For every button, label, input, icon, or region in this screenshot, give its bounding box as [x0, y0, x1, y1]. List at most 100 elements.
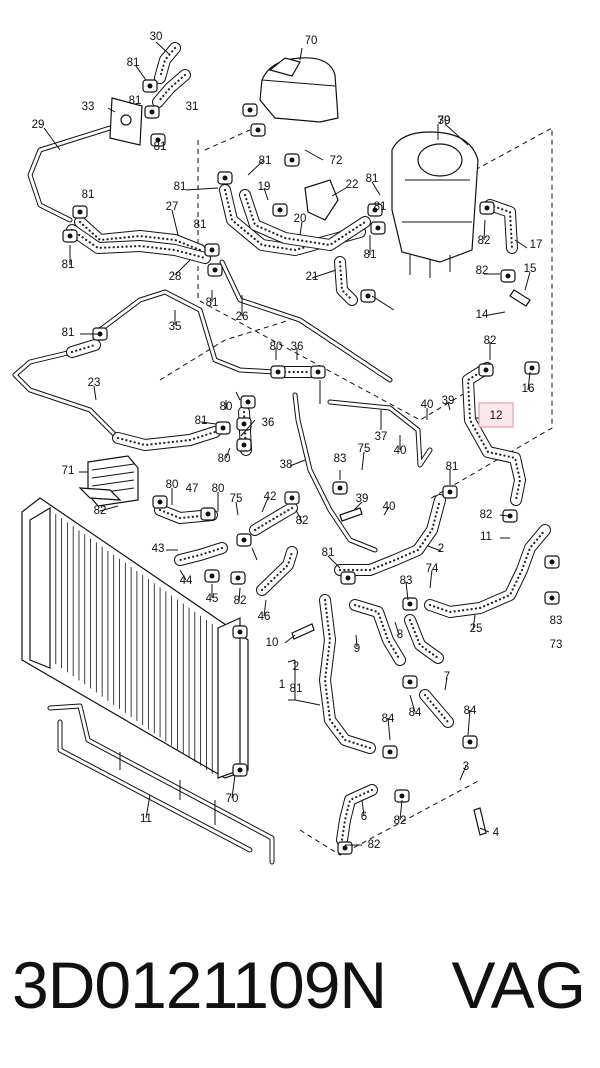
callout-label-l71: 71 — [62, 465, 75, 477]
callout-label-l28: 28 — [169, 271, 182, 283]
callout-label-l47: 47 — [186, 483, 199, 495]
callout-label-l3: 3 — [463, 761, 469, 773]
clamp-screw — [407, 679, 413, 685]
callout-label-l42: 42 — [264, 491, 277, 503]
callout-label-l81b: 81 — [129, 95, 142, 107]
callout-label-l81i: 81 — [194, 219, 207, 231]
callout-label-l2a: 2 — [438, 543, 444, 555]
callout-label-l82c: 82 — [484, 335, 497, 347]
callout-label-l81o: 81 — [446, 461, 459, 473]
lower-support-bracket — [47, 703, 275, 865]
coolant-hose — [70, 228, 207, 260]
clamp-screw — [205, 511, 211, 517]
brand-name: VAG — [451, 948, 586, 1022]
callout-label-l70b: 70 — [438, 115, 451, 127]
coolant-hose — [153, 70, 190, 107]
callout-label-l75b: 75 — [230, 493, 243, 505]
clamp-screw — [149, 109, 155, 115]
callout-label-l9: 9 — [354, 643, 360, 655]
clamp-screw — [67, 233, 73, 239]
clamp-screw — [289, 495, 295, 501]
coolant-hose — [338, 260, 354, 302]
clamp-screw — [484, 205, 490, 211]
callout-label-l35: 35 — [169, 321, 182, 333]
clamp-screw — [342, 845, 348, 851]
callout-label-l84a: 84 — [382, 713, 395, 725]
coolant-hose — [463, 363, 525, 505]
clamp-screw — [97, 331, 103, 337]
clamp-screw — [345, 575, 351, 581]
callout-label-l17: 17 — [530, 239, 543, 251]
callout-label-l20: 20 — [294, 213, 307, 225]
callout-label-l11b: 11 — [140, 813, 152, 825]
clamp-screw — [549, 559, 555, 565]
callout-label-l15: 15 — [524, 263, 537, 275]
callout-label-l22: 22 — [346, 179, 359, 191]
callout-label-l29: 29 — [32, 119, 45, 131]
coolant-hose — [423, 693, 450, 724]
callout-label-l10: 10 — [266, 637, 279, 649]
clamp-screw — [467, 739, 473, 745]
clamp-screw — [365, 293, 371, 299]
callout-label-l7: 7 — [444, 671, 450, 683]
coolant-hose — [408, 618, 440, 660]
clamp-screw — [407, 601, 413, 607]
clamp-screw — [241, 537, 247, 543]
callout-label-l23: 23 — [88, 377, 101, 389]
callout-label-l40c: 40 — [383, 501, 396, 513]
coolant-hose — [340, 788, 374, 842]
callout-label-l27: 27 — [166, 201, 179, 213]
coolant-hose — [78, 220, 202, 252]
clamp-screw — [505, 273, 511, 279]
clamp-screw — [375, 225, 381, 231]
coolant-hose — [428, 528, 547, 614]
coolant-hose — [488, 203, 514, 250]
coolant-hose — [257, 547, 297, 595]
oil-cooler — [78, 455, 139, 507]
callout-label-l82a: 82 — [478, 235, 491, 247]
clamp-screw — [315, 369, 321, 375]
callout-label-l82b: 82 — [476, 265, 489, 277]
callout-label-l81d: 81 — [82, 189, 95, 201]
callout-label-l73: 73 — [550, 639, 563, 651]
clamp-screw — [209, 247, 215, 253]
clamp-screw — [447, 489, 453, 495]
callout-label-l38: 38 — [280, 459, 293, 471]
callout-label-l8: 8 — [397, 629, 403, 641]
clamp-screw — [241, 421, 247, 427]
expansion-tank-upper — [259, 57, 339, 123]
callout-label-l1: 1 — [279, 679, 285, 691]
clamp-screw — [549, 595, 555, 601]
clamp-screw — [157, 499, 163, 505]
callout-label-l80e: 80 — [212, 483, 225, 495]
callout-label-l36a: 36 — [291, 341, 304, 353]
clamp-screw — [235, 575, 241, 581]
clamp-screw — [237, 629, 243, 635]
clamp-screw — [245, 399, 251, 405]
clamp-screw — [507, 513, 513, 519]
callout-label-l72: 72 — [330, 155, 343, 167]
clamp-screw — [483, 367, 489, 373]
clamp-screw — [387, 749, 393, 755]
clamp-screw — [275, 369, 281, 375]
callout-label-l80c: 80 — [218, 453, 231, 465]
callout-label-l40b: 40 — [394, 445, 407, 457]
coolant-hose — [113, 427, 220, 450]
clamp-screw — [77, 209, 83, 215]
leader-lines — [43, 41, 531, 846]
callout-label-l33: 33 — [82, 101, 95, 113]
dashed-guide-lines — [159, 127, 553, 856]
callout-label-l83b: 83 — [400, 575, 413, 587]
callout-label-l84b: 84 — [409, 707, 422, 719]
coolant-hose — [338, 498, 442, 572]
callout-label-l44: 44 — [180, 575, 193, 587]
callout-label-l82d: 82 — [94, 505, 107, 517]
clamp-screw — [289, 157, 295, 163]
caption-row: 3D0121109N VAG — [0, 935, 600, 1045]
callout-label-l11a: 11 — [480, 531, 492, 543]
radiator — [21, 497, 249, 779]
callout-label-l81e: 81 — [259, 155, 272, 167]
callout-label-l81a: 81 — [127, 57, 140, 69]
callout-label-l82i: 82 — [368, 839, 381, 851]
